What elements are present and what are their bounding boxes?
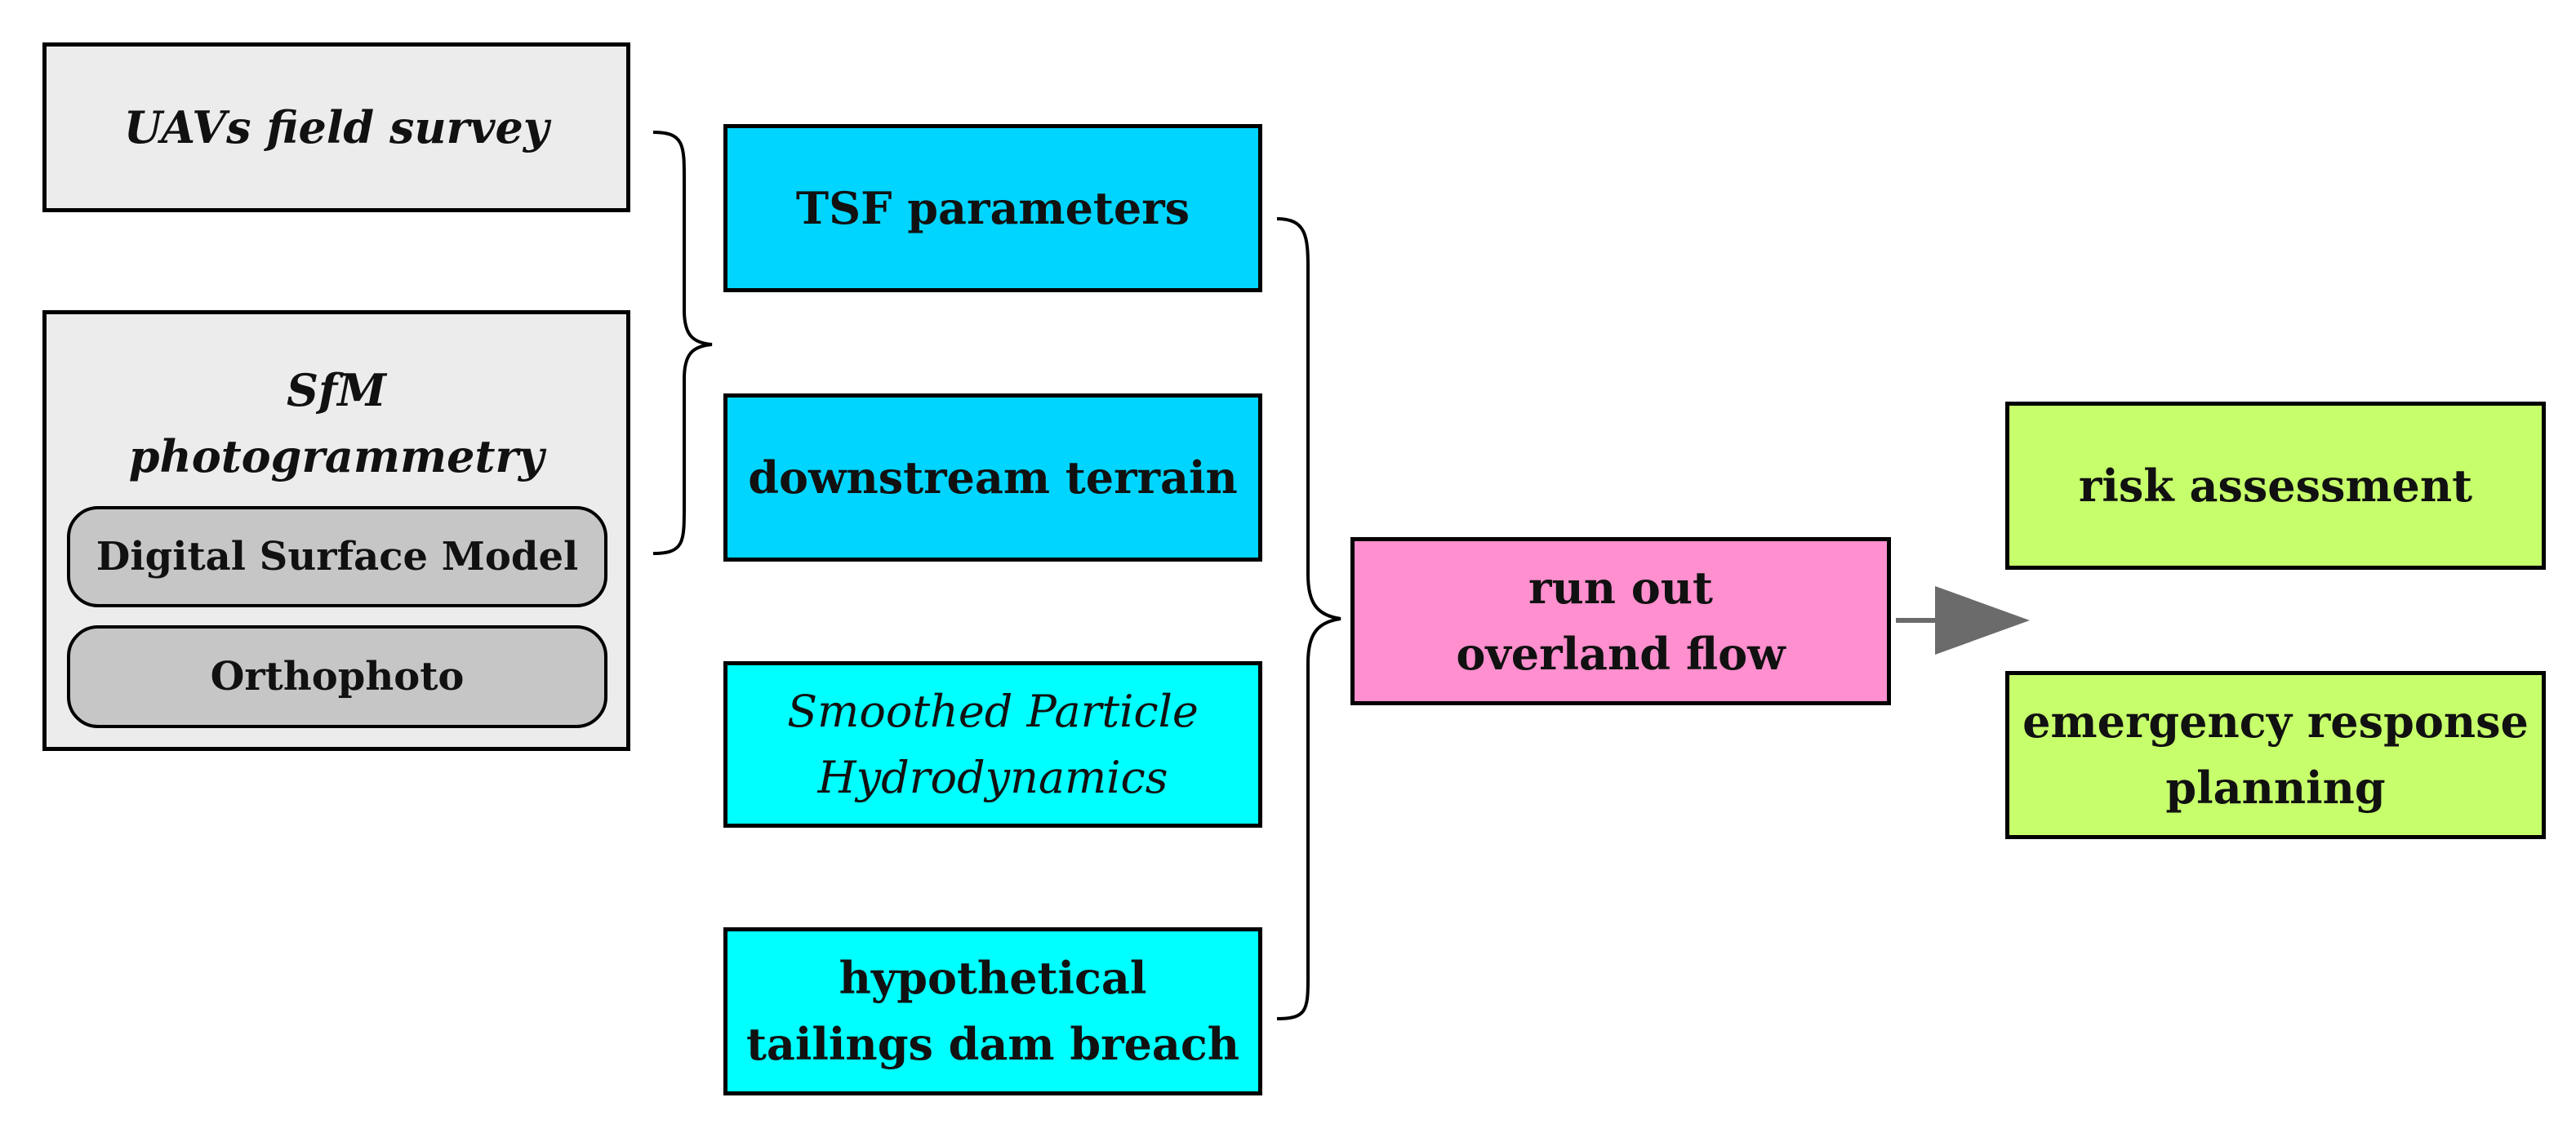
- sph-box: Smoothed Particle Hydrodynamics: [723, 661, 1262, 828]
- brace-left: [652, 131, 713, 555]
- risk-assessment-box: risk assessment: [2005, 402, 2546, 570]
- brace-middle: [1276, 217, 1341, 1020]
- dam-breach-label-line-1: hypothetical: [839, 952, 1147, 1004]
- sph-label-line-1: Smoothed Particle: [787, 686, 1199, 737]
- runout-label-line-1: run out: [1528, 562, 1713, 614]
- sfm-label-line-2: photogrammetry: [128, 430, 545, 482]
- orthophoto-label: Orthophoto: [210, 654, 465, 700]
- tsf-parameters-box: TSF parameters: [723, 124, 1262, 292]
- sfm-label: SfM photogrammetry: [42, 358, 630, 490]
- emergency-label-line-1: emergency response: [2022, 695, 2529, 748]
- sph-label-line-2: Hydrodynamics: [817, 752, 1168, 803]
- uav-survey-box: UAVs field survey: [42, 42, 630, 212]
- dam-breach-box: hypothetical tailings dam breach: [723, 927, 1262, 1095]
- emergency-label-line-2: planning: [2165, 762, 2386, 814]
- downstream-terrain-label: downstream terrain: [748, 451, 1238, 504]
- uav-survey-label: UAVs field survey: [123, 100, 549, 153]
- tsf-parameters-label: TSF parameters: [795, 181, 1190, 234]
- emergency-response-box: emergency response planning: [2005, 671, 2546, 839]
- digital-surface-model-box: Digital Surface Model: [67, 506, 607, 607]
- dam-breach-label-line-2: tailings dam breach: [745, 1018, 1240, 1070]
- orthophoto-box: Orthophoto: [67, 625, 607, 728]
- sfm-label-line-1: SfM: [286, 364, 386, 416]
- arrow-head: [1935, 586, 2030, 655]
- dsm-label: Digital Surface Model: [96, 534, 579, 580]
- risk-assessment-label: risk assessment: [2078, 459, 2473, 512]
- downstream-terrain-box: downstream terrain: [723, 393, 1262, 562]
- runout-box: run out overland flow: [1350, 537, 1891, 705]
- runout-label-line-2: overland flow: [1456, 628, 1786, 680]
